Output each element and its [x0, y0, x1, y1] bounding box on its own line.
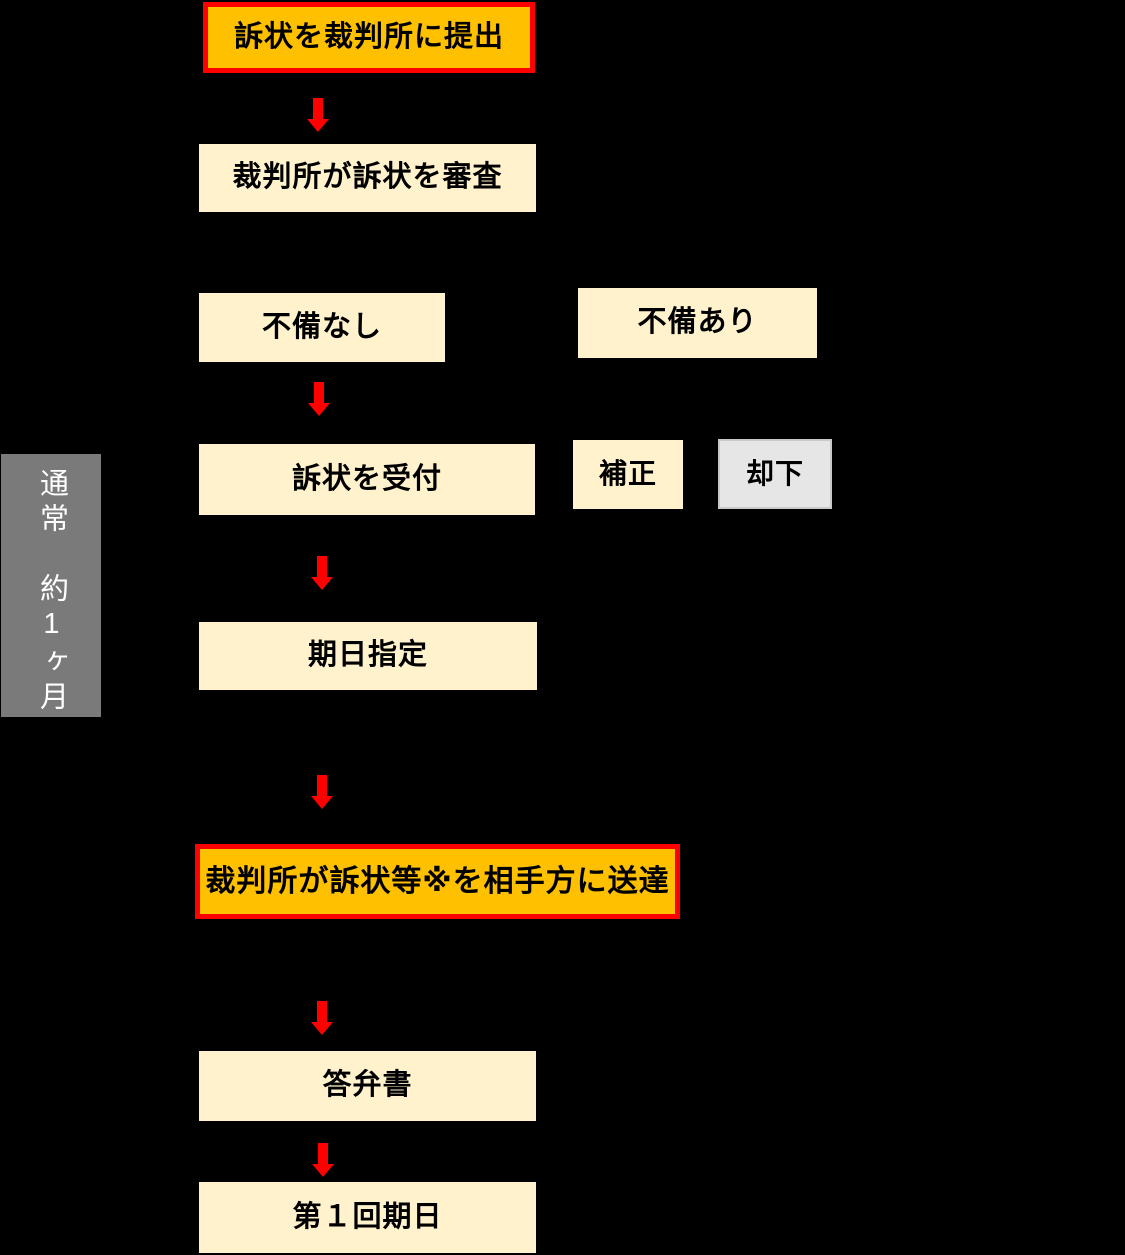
down-arrow-icon	[312, 1143, 334, 1177]
down-arrow-icon	[307, 98, 329, 132]
flow-node-complaint-accepted: 訴状を受付	[199, 444, 535, 515]
flow-node-label: 第１回期日	[292, 1200, 443, 1233]
flow-node-first-date: 第１回期日	[199, 1182, 536, 1253]
flow-node-correction: 補正	[573, 440, 683, 509]
down-arrow-icon	[311, 775, 333, 809]
flow-node-label: 答弁書	[322, 1069, 413, 1102]
flow-node-court-review: 裁判所が訴状を審査	[199, 144, 536, 212]
flow-node-label: 却下	[745, 457, 804, 489]
flow-node-submit-complaint: 訴状を裁判所に提出	[203, 2, 535, 73]
down-arrow-icon	[308, 382, 330, 416]
timeline-bar: 通常 約1ヶ月	[1, 454, 101, 717]
flow-node-dismissal: 却下	[718, 439, 832, 509]
flow-node-defect-found: 不備あり	[578, 288, 817, 358]
flow-node-label: 裁判所が訴状等※を相手方に送達	[205, 865, 670, 898]
flow-node-label: 不備なし	[261, 310, 382, 343]
down-arrow-icon	[311, 1001, 333, 1035]
flow-node-label: 裁判所が訴状を審査	[232, 161, 503, 194]
flow-node-label: 不備あり	[637, 306, 758, 339]
down-arrow-icon	[311, 556, 333, 590]
flow-node-no-defect: 不備なし	[199, 293, 445, 362]
flow-node-label: 訴状を受付	[291, 462, 442, 495]
flow-node-serve-complaint: 裁判所が訴状等※を相手方に送達	[195, 844, 680, 919]
flow-node-label: 補正	[598, 458, 657, 490]
flow-node-label: 期日指定	[307, 639, 428, 672]
timeline-bar-label: 通常 約1ヶ月	[35, 468, 68, 716]
flow-node-written-answer: 答弁書	[199, 1051, 536, 1121]
flow-node-set-date: 期日指定	[199, 622, 537, 690]
flow-node-label: 訴状を裁判所に提出	[233, 20, 504, 53]
